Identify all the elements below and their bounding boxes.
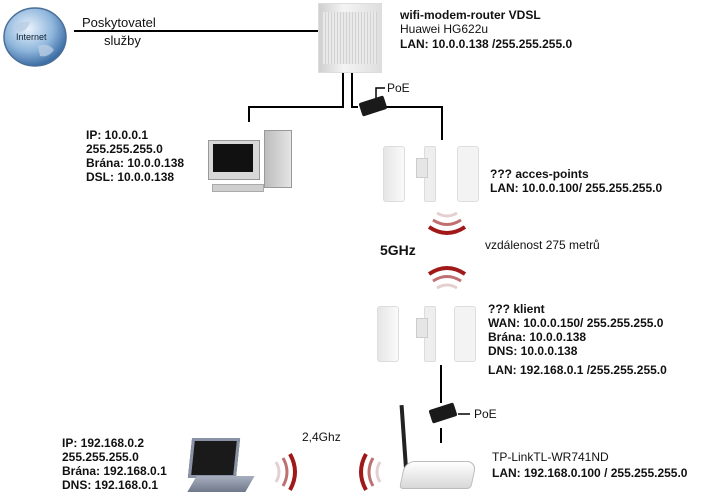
modem-router-image xyxy=(318,3,382,73)
laptop-image xyxy=(186,436,256,496)
link-distance: vzdálenost 275 metrů xyxy=(485,238,600,252)
modem-info: wifi-modem-router VDSL Huawei HG622u LAN… xyxy=(400,8,572,51)
pc-gateway: Brána: 10.0.0.138 xyxy=(86,156,185,170)
client-wan: WAN: 10.0.0.150/ 255.255.255.0 xyxy=(488,316,664,330)
client-info: ??? klient WAN: 10.0.0.150/ 255.255.255.… xyxy=(488,302,667,377)
provider-label-line2: služby xyxy=(104,33,141,48)
link-frequency: 5GHz xyxy=(380,242,416,258)
client-ap-image xyxy=(374,302,476,362)
wifi24-frequency: 2,4Ghz xyxy=(302,430,341,444)
wifi-waves-down-icon xyxy=(427,211,467,235)
globe-icon xyxy=(3,7,67,67)
provider-label-line1: Poskytovatel xyxy=(82,15,156,30)
modem-model: Huawei HG622u xyxy=(400,22,489,36)
client-dns: DNS: 10.0.0.138 xyxy=(488,344,578,358)
modem-lan: LAN: 10.0.0.138 /255.255.255.0 xyxy=(400,37,573,51)
internet-globe: Internet xyxy=(2,6,68,68)
tplink-info: TP-LinkTL-WR741ND LAN: 192.168.0.100 / 2… xyxy=(492,450,687,480)
access-point-lan: LAN: 10.0.0.100/ 255.255.255.0 xyxy=(490,181,663,195)
client-gateway: Brána: 10.0.0.138 xyxy=(488,330,587,344)
internet-label: Internet xyxy=(16,32,47,42)
poe-top-label: PoE xyxy=(387,81,410,95)
laptop-ip: IP: 192.168.0.2 xyxy=(62,436,145,450)
access-point-info: ??? acces-points LAN: 10.0.0.100/ 255.25… xyxy=(490,167,662,195)
client-title: ??? klient xyxy=(488,302,545,316)
modem-title: wifi-modem-router VDSL xyxy=(400,8,541,22)
desktop-computer-image xyxy=(208,128,292,194)
laptop-gateway: Brána: 192.168.0.1 xyxy=(62,464,167,478)
wifi-waves-up-icon xyxy=(427,266,467,290)
client-lan: LAN: 192.168.0.1 /255.255.255.0 xyxy=(488,363,667,377)
poe-bottom-label: PoE xyxy=(474,407,497,421)
access-point-title: ??? acces-points xyxy=(490,167,589,181)
pc-dsl: DSL: 10.0.0.138 xyxy=(86,170,175,184)
access-point-image xyxy=(380,142,480,202)
laptop-info: IP: 192.168.0.2 255.255.255.0 Brána: 192… xyxy=(62,436,167,492)
pc-info: IP: 10.0.0.1 255.255.255.0 Brána: 10.0.0… xyxy=(86,128,184,184)
tplink-router-image xyxy=(396,404,477,495)
wifi-waves-left-icon xyxy=(359,453,382,491)
tplink-model: TP-LinkTL-WR741ND xyxy=(492,450,609,464)
laptop-dns: DNS: 192.168.0.1 xyxy=(62,478,159,492)
pc-ip: IP: 10.0.0.1 xyxy=(86,128,149,142)
tplink-lan: LAN: 192.168.0.100 / 255.255.255.0 xyxy=(492,466,688,480)
laptop-mask: 255.255.255.0 xyxy=(62,450,139,464)
wifi-waves-right-icon xyxy=(274,453,297,491)
pc-mask: 255.255.255.0 xyxy=(86,142,163,156)
